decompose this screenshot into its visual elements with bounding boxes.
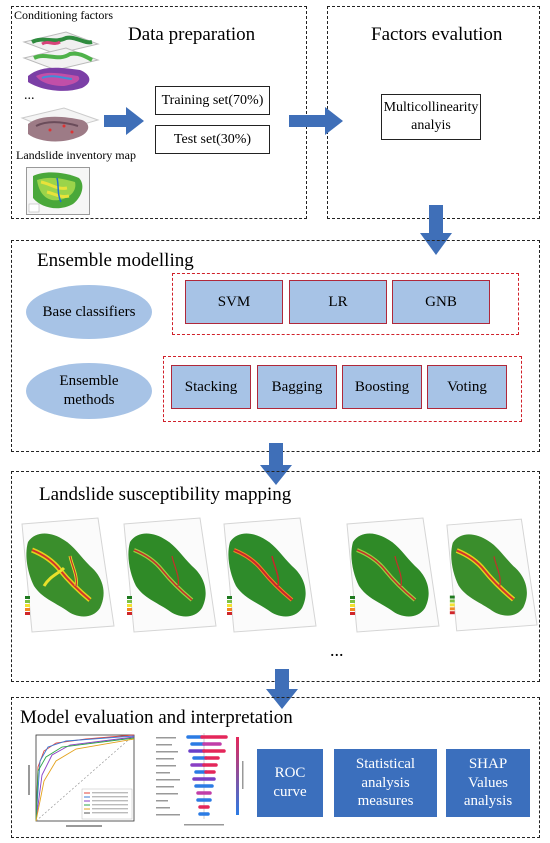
- susceptibility-map-1: [18, 516, 116, 636]
- susceptibility-mapping-title: Landslide susceptibility mapping: [39, 484, 292, 505]
- base-classifiers-ellipse: Base classifiers: [26, 285, 152, 339]
- susceptibility-map-3: [220, 516, 318, 636]
- landslide-inventory-label: Landslide inventory map: [16, 148, 136, 162]
- ensemble-methods-label: Ensemble methods: [59, 373, 119, 408]
- right-arrow-icon: [289, 107, 343, 135]
- shap-values-label: SHAP Values analysis: [463, 755, 513, 810]
- susceptibility-map-2: [120, 516, 218, 636]
- training-set-box: Training set(70%): [155, 86, 270, 115]
- lr-box: LR: [289, 280, 387, 324]
- voting-box: Voting: [427, 365, 507, 409]
- evaluation-panel: [11, 697, 540, 838]
- base-classifiers-group: SVM LR GNB: [172, 273, 519, 335]
- gnb-box: GNB: [392, 280, 490, 324]
- right-arrow-icon: [104, 107, 144, 135]
- roc-curve-label: ROC curve: [273, 765, 307, 800]
- conditioning-factors-maps: [20, 24, 102, 96]
- test-set-box: Test set(30%): [155, 125, 270, 154]
- svm-box: SVM: [185, 280, 283, 324]
- factors-evaluation-title: Factors evalution: [371, 24, 503, 45]
- inventory-raster-image: [26, 167, 90, 215]
- roc-curve-thumbnail: [26, 731, 138, 833]
- susceptibility-map-4: [343, 516, 441, 636]
- ensemble-modelling-title: Ensemble modelling: [37, 250, 194, 271]
- shap-values-box: SHAP Values analysis: [446, 749, 530, 817]
- ensemble-methods-ellipse: Ensemble methods: [26, 363, 152, 419]
- evaluation-title: Model evaluation and interpretation: [20, 707, 293, 728]
- conditioning-factors-label: Conditioning factors: [14, 8, 113, 22]
- statistical-measures-label: Statistical analysis measures: [355, 755, 416, 810]
- boosting-box: Boosting: [342, 365, 422, 409]
- landslide-inventory-map-image: [20, 104, 100, 148]
- susceptibility-map-5: [443, 516, 539, 636]
- bagging-box: Bagging: [257, 365, 337, 409]
- statistical-measures-box: Statistical analysis measures: [334, 749, 437, 817]
- stacking-box: Stacking: [171, 365, 251, 409]
- down-arrow-icon: [420, 205, 452, 255]
- down-arrow-icon: [266, 669, 298, 709]
- maps-ellipsis: ...: [24, 88, 35, 103]
- data-preparation-title: Data preparation: [128, 24, 256, 45]
- maps-ellipsis: ...: [330, 640, 344, 660]
- shap-summary-thumbnail: [154, 731, 250, 833]
- ensemble-methods-group: Stacking Bagging Boosting Voting: [163, 356, 522, 422]
- roc-curve-box: ROC curve: [257, 749, 323, 817]
- down-arrow-icon: [260, 443, 292, 485]
- multicollinearity-box: Multicollinearity analyis: [381, 94, 481, 140]
- data-preparation-panel: [11, 6, 307, 219]
